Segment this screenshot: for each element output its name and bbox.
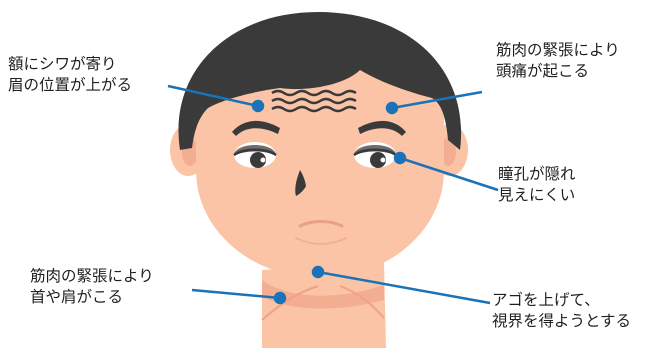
label-pupil-line2: 見えにくい xyxy=(498,185,576,206)
label-chin: アゴを上げて、 視界を得ようとする xyxy=(492,290,631,332)
label-neck-line1: 筋肉の緊張により xyxy=(30,266,154,287)
label-neck-line2: 首や肩がこる xyxy=(30,287,154,308)
leader-dot-forehead xyxy=(253,101,263,111)
left-eye xyxy=(234,142,276,168)
leader-dot-chin xyxy=(313,267,323,277)
label-chin-line1: アゴを上げて、 xyxy=(492,290,631,311)
leader-dot-pupil xyxy=(395,153,405,163)
leader-dot-headache xyxy=(387,103,397,113)
label-pupil: 瞳孔が隠れ 見えにくい xyxy=(498,164,576,206)
label-chin-line2: 視界を得ようとする xyxy=(492,311,631,332)
label-forehead-line2: 眉の位置が上がる xyxy=(8,75,132,96)
label-headache-line2: 頭痛が起こる xyxy=(496,61,620,82)
label-forehead: 額にシワが寄り 眉の位置が上がる xyxy=(8,54,132,96)
label-pupil-line1: 瞳孔が隠れ xyxy=(498,164,576,185)
label-neck: 筋肉の緊張により 首や肩がこる xyxy=(30,266,154,308)
leader-dot-neck xyxy=(275,293,285,303)
label-headache: 筋肉の緊張により 頭痛が起こる xyxy=(496,40,620,82)
label-forehead-line1: 額にシワが寄り xyxy=(8,54,132,75)
right-eye xyxy=(354,142,396,168)
label-headache-line1: 筋肉の緊張により xyxy=(496,40,620,61)
